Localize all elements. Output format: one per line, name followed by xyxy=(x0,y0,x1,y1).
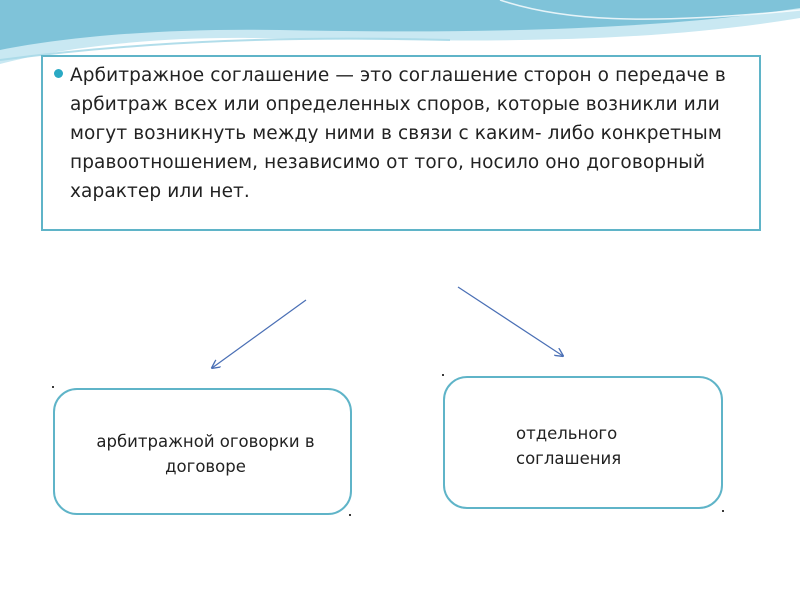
node-left-label: арбитражной оговорки в договоре xyxy=(96,432,315,476)
arrow-to-right-node xyxy=(457,286,563,356)
corner-dot xyxy=(52,386,54,388)
corner-dot xyxy=(442,374,444,376)
node-separate-agreement: отдельного соглашения xyxy=(443,376,723,509)
definition-box: Арбитражное соглашение — это соглашение … xyxy=(41,55,761,231)
corner-dot xyxy=(722,510,724,512)
arrow-to-left-node xyxy=(212,299,307,368)
node-right-label: отдельного соглашения xyxy=(516,424,622,468)
definition-text: Арбитражное соглашение — это соглашение … xyxy=(70,65,726,202)
corner-dot xyxy=(349,514,351,516)
node-arbitration-clause: арбитражной оговорки в договоре xyxy=(53,388,352,515)
bullet-icon xyxy=(54,69,63,78)
